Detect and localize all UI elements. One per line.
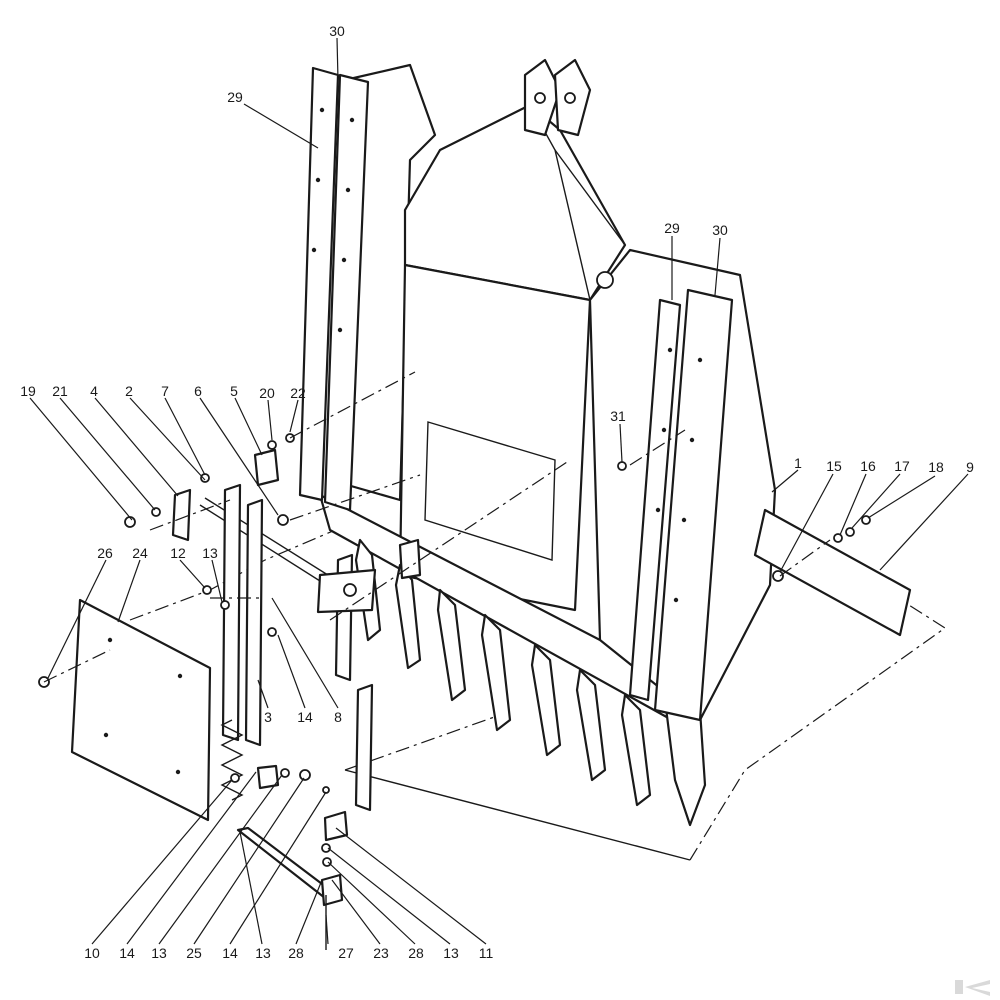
part-label-7: 7	[161, 383, 169, 399]
leader-lines	[29, 37, 969, 945]
part-label-5: 5	[230, 383, 238, 399]
part-label-14a: 14	[297, 709, 313, 725]
linkage-assembly	[171, 448, 422, 907]
part-label-17: 17	[894, 458, 910, 474]
part-label-29a: 29	[227, 89, 243, 105]
part-label-3: 3	[264, 709, 272, 725]
left-wear-strips	[298, 66, 370, 512]
part-label-19: 19	[20, 383, 36, 399]
part-label-24: 24	[132, 545, 148, 561]
part-label-30b: 30	[712, 222, 728, 238]
part-label-13c: 13	[255, 945, 271, 961]
side-plate-9	[753, 508, 912, 637]
part-label-26: 26	[97, 545, 113, 561]
part-label-28b: 28	[408, 945, 424, 961]
part-label-23: 23	[373, 945, 389, 961]
part-label-21: 21	[52, 383, 68, 399]
part-label-2: 2	[125, 383, 133, 399]
part-label-31: 31	[610, 408, 626, 424]
part-label-14b: 14	[119, 945, 135, 961]
part-label-18: 18	[928, 459, 944, 475]
hardware	[38, 433, 871, 950]
part-label-10: 10	[84, 945, 100, 961]
part-label-4: 4	[90, 383, 98, 399]
part-label-16: 16	[860, 458, 876, 474]
part-label-30a: 30	[329, 23, 345, 39]
right-wear-strips	[628, 288, 734, 722]
part-label-29b: 29	[664, 220, 680, 236]
part-label-1: 1	[794, 455, 802, 471]
part-label-11: 11	[479, 945, 494, 961]
k-logo-icon	[955, 980, 990, 996]
part-label-22: 22	[290, 385, 306, 401]
part-labels: 30 29 29 30 19 21 4 2 7 6 5 20 22 31 1 1…	[20, 23, 974, 961]
part-label-13d: 13	[443, 945, 459, 961]
cover-plate-24	[70, 598, 212, 822]
part-label-20: 20	[259, 385, 275, 401]
part-label-14c: 14	[222, 945, 238, 961]
part-label-25: 25	[186, 945, 202, 961]
assembly-lines	[43, 371, 831, 683]
part-label-8: 8	[334, 709, 342, 725]
part-label-12: 12	[170, 545, 186, 561]
part-label-15: 15	[826, 458, 842, 474]
part-label-27: 27	[338, 945, 354, 961]
part-label-6: 6	[194, 383, 202, 399]
part-label-28a: 28	[288, 945, 304, 961]
part-label-13a: 13	[202, 545, 218, 561]
part-label-9: 9	[966, 459, 974, 475]
part-label-13b: 13	[151, 945, 167, 961]
